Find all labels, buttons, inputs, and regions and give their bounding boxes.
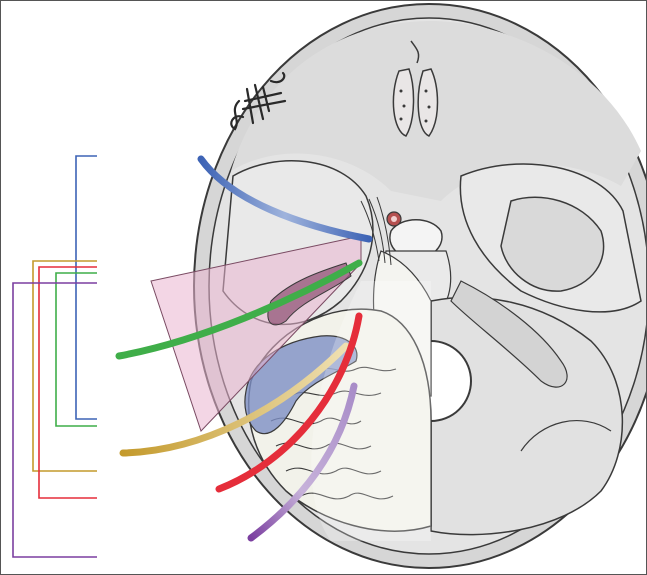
approach-brackets (13, 156, 97, 557)
carotid-artery-lumen (391, 216, 397, 222)
bracket-gold (33, 261, 97, 471)
bracket-purple (13, 283, 97, 557)
bracket-blue (76, 156, 97, 419)
crista-galli-right (418, 69, 437, 136)
bracket-red (39, 267, 97, 498)
